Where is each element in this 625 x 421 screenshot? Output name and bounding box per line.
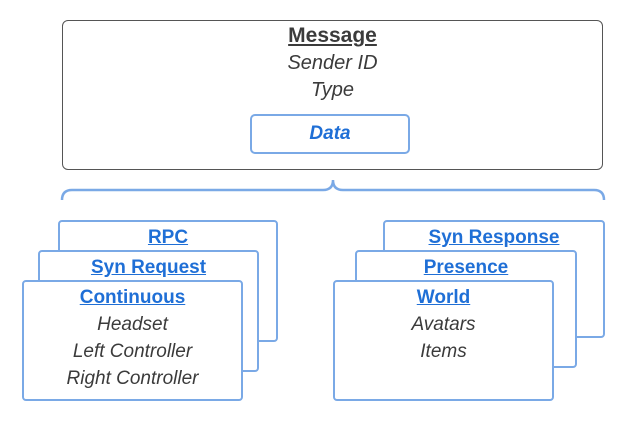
card-syn-request-title: Syn Request (90, 257, 207, 278)
avatars-item: Avatars (411, 314, 476, 335)
card-syn-response-title: Syn Response (428, 227, 560, 248)
message-title: Message (288, 24, 377, 47)
message-box: Message Sender ID Type Data (62, 20, 603, 170)
data-box: Data (250, 114, 410, 154)
data-label: Data (309, 123, 351, 144)
headset-item: Headset (97, 314, 168, 335)
right-controller-item: Right Controller (66, 368, 199, 389)
type-field: Type (311, 79, 354, 101)
items-item: Items (420, 341, 467, 362)
card-world: World Avatars Items (333, 280, 554, 401)
card-world-title: World (416, 287, 471, 308)
card-continuous-title: Continuous (79, 287, 186, 308)
card-presence-title: Presence (423, 257, 509, 278)
card-rpc-title: RPC (147, 227, 189, 248)
card-continuous: Continuous Headset Left Controller Right… (22, 280, 243, 401)
brace-path (60, 179, 606, 201)
left-controller-item: Left Controller (72, 341, 193, 362)
sender-id-field: Sender ID (287, 52, 378, 74)
